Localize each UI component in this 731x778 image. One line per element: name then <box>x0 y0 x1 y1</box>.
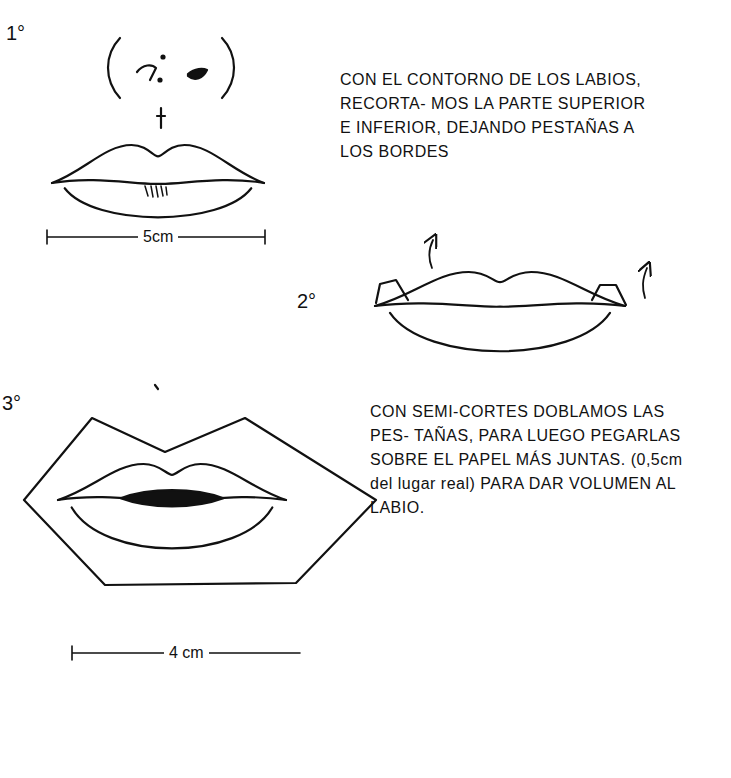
paper-outline <box>24 418 376 585</box>
hatching <box>145 186 167 197</box>
cheek-line <box>222 38 234 98</box>
lips <box>52 145 264 217</box>
instruction-note: CON SEMI-CORTES DOBLAMOS LAS PES- TAÑAS,… <box>370 400 690 520</box>
step-number: 2° <box>297 290 316 312</box>
dimension-label: 5cm <box>138 228 178 246</box>
upper-lip <box>375 272 625 306</box>
lower-lip <box>65 188 252 217</box>
step-number: 3° <box>2 392 21 414</box>
upper-lip <box>52 145 264 183</box>
nose-line <box>157 108 165 128</box>
eye-mark <box>188 69 207 79</box>
instruction-note: CON EL CONTORNO DE LOS LABIOS, RECORTA- … <box>340 68 650 164</box>
nose-dot <box>159 79 162 82</box>
fold-arrow <box>643 268 647 298</box>
lower-lip <box>72 507 273 548</box>
lips <box>375 272 625 351</box>
lower-lip <box>390 313 610 351</box>
eye-mark <box>137 65 156 80</box>
step-number: 1° <box>6 22 25 44</box>
lips <box>58 464 286 548</box>
cheek-line <box>108 38 120 98</box>
mouth-line <box>52 180 264 184</box>
mouth-line <box>375 303 625 306</box>
dot <box>162 56 165 59</box>
mark <box>155 385 158 389</box>
dimension-label: 4 cm <box>164 644 209 662</box>
fold-arrow <box>429 240 433 268</box>
mouth-opening <box>121 490 224 506</box>
